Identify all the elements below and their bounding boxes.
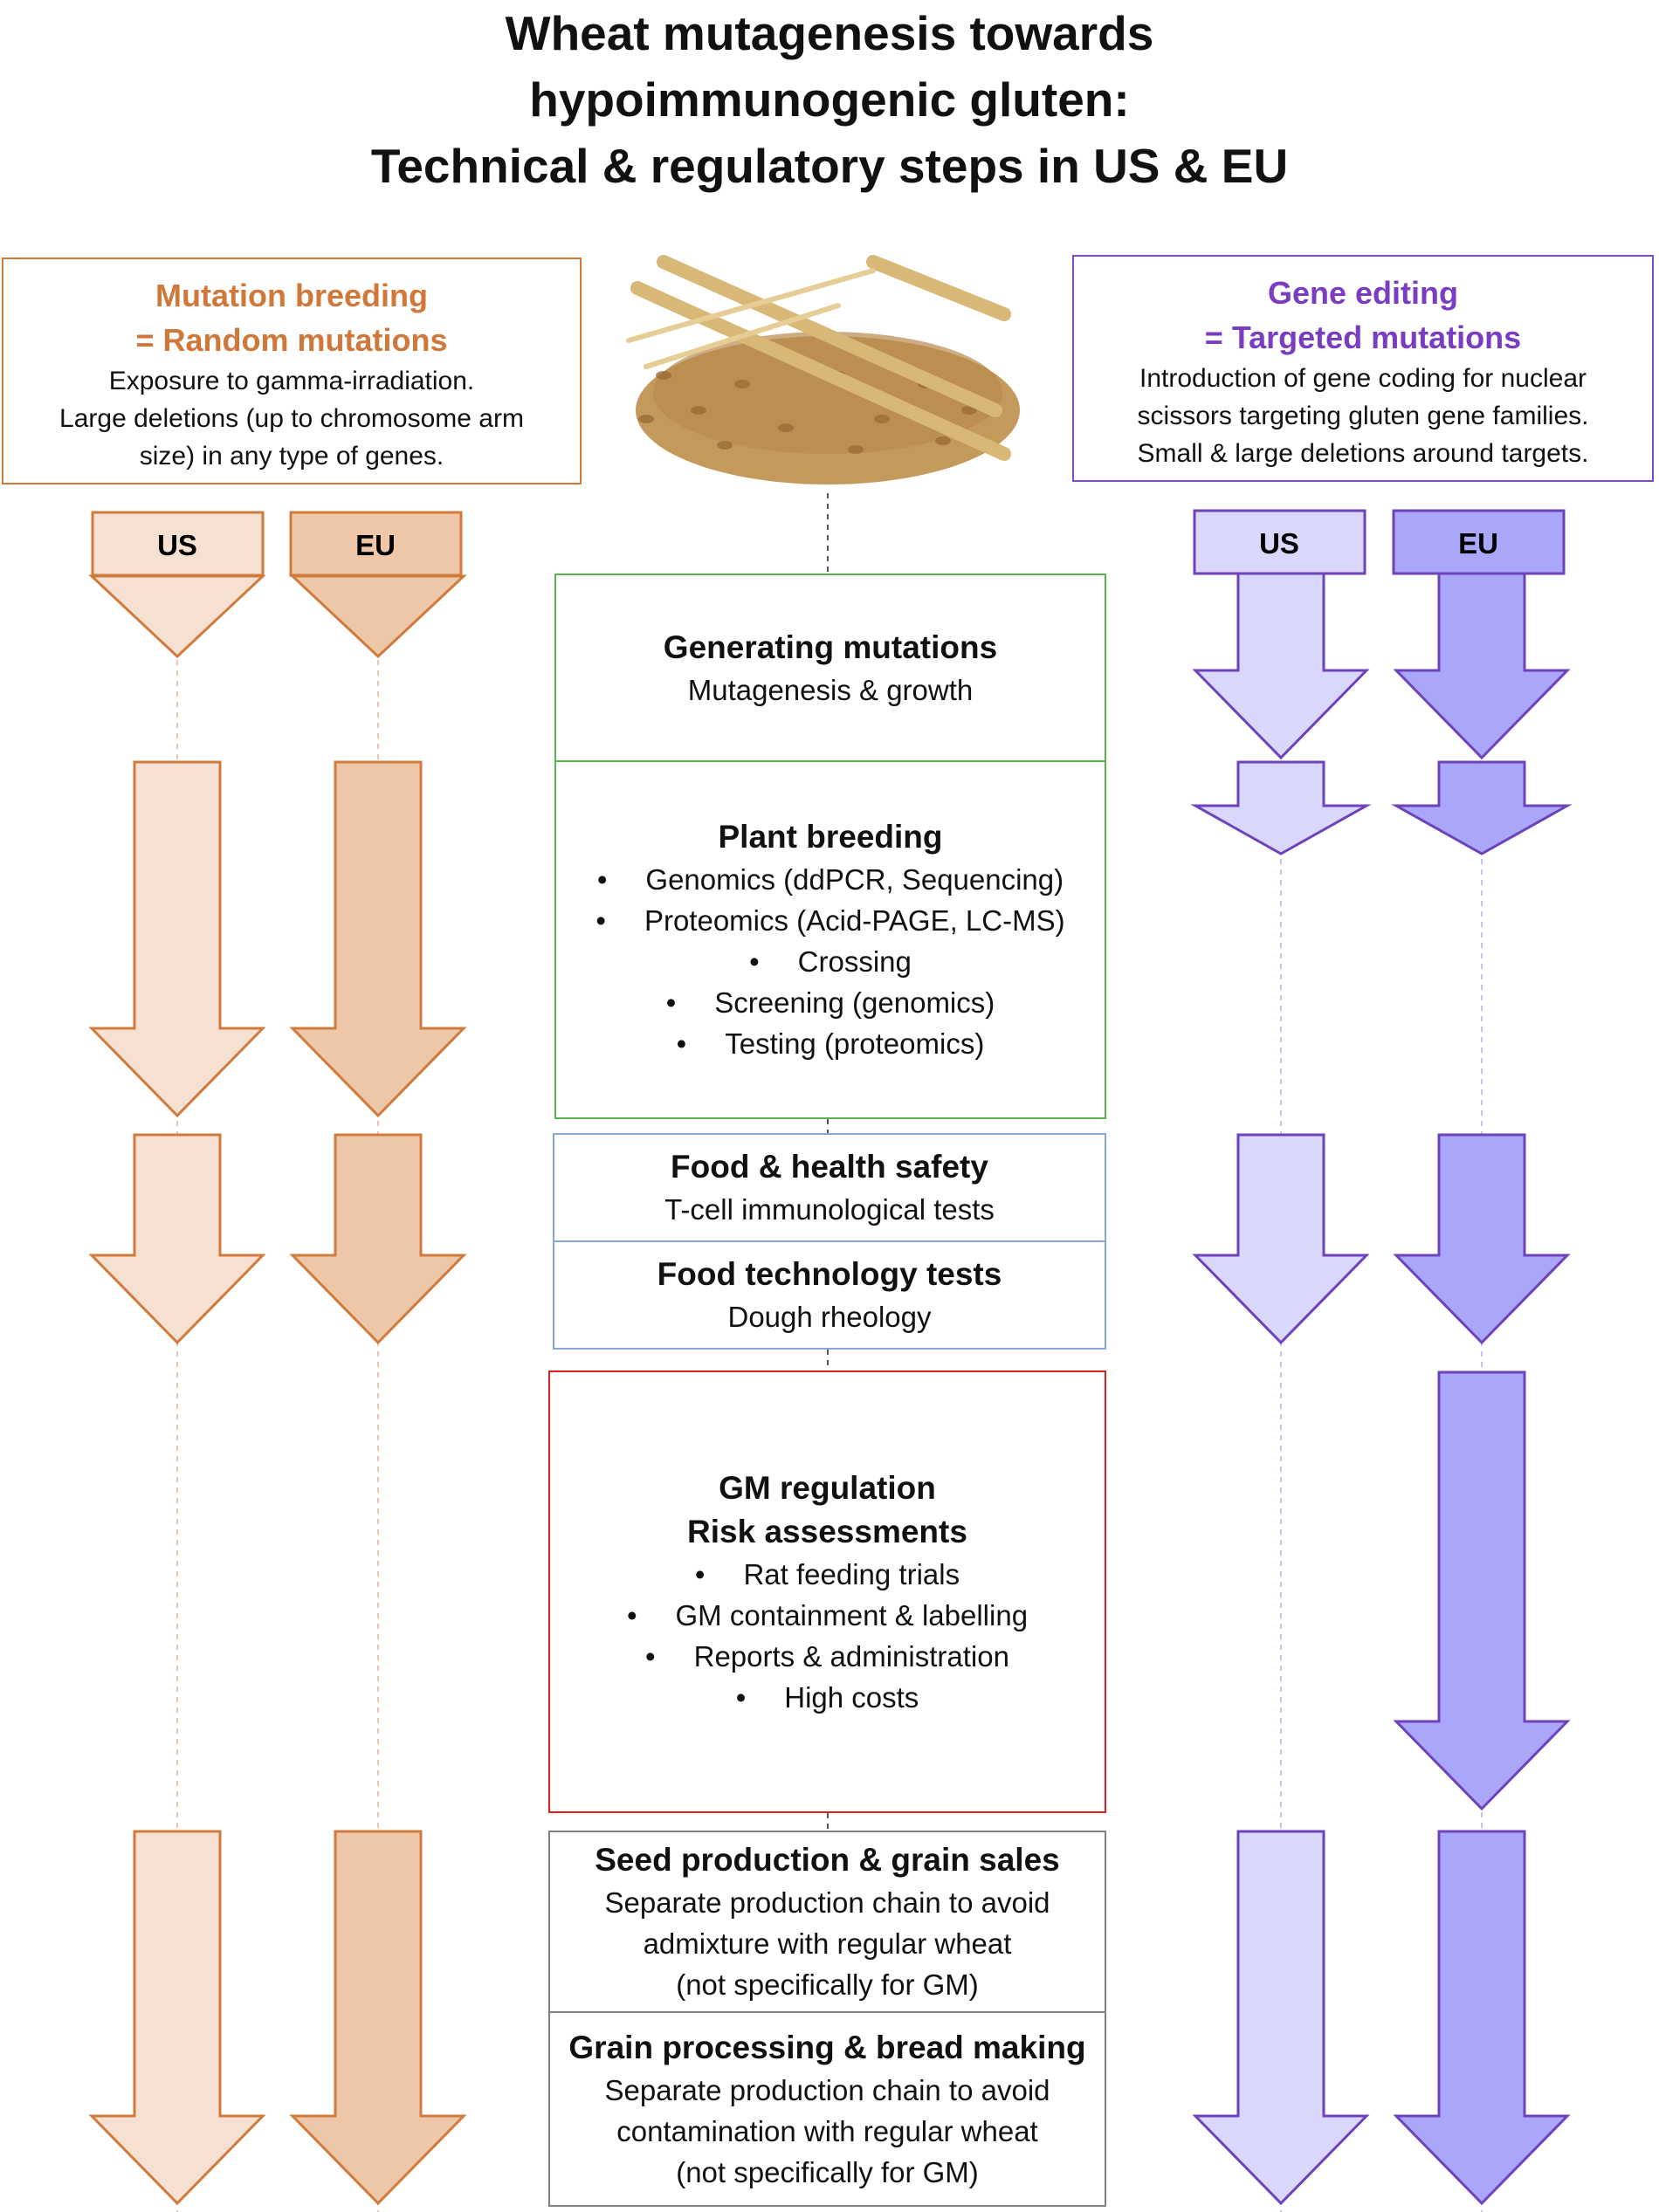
gm-regulation-list: Rat feeding trials GM containment & labe… (550, 1554, 1105, 1718)
title-line-1: Wheat mutagenesis towards (505, 6, 1154, 60)
food-health-safety-subtitle: T-cell immunological tests (664, 1193, 995, 1226)
list-item: Proteomics (Acid-PAGE, LC-MS) (556, 900, 1105, 941)
left-us-arrow-production (88, 1830, 266, 2206)
list-item: Testing (proteomics) (556, 1023, 1105, 1064)
grain-processing-line-3: (not specifically for GM) (676, 2155, 979, 2188)
plant-breeding-title: Plant breeding (718, 819, 943, 855)
mutation-breeding-desc-1: Exposure to gamma-irradiation. (108, 367, 475, 395)
right-us-arrow-generating (1192, 572, 1370, 760)
list-item: Rat feeding trials (550, 1554, 1105, 1595)
right-eu-arrow-production (1393, 1830, 1571, 2206)
gene-editing-heading: Gene editing (1267, 275, 1459, 311)
right-us-arrow-production (1192, 1830, 1370, 2206)
step-grain-processing: Grain processing & bread making Separate… (548, 2011, 1106, 2207)
list-item: Reports & administration (550, 1636, 1105, 1677)
targeted-mutations-heading: = Targeted mutations (1204, 319, 1522, 355)
right-eu-arrow-gm-regulation (1393, 1370, 1571, 1811)
grain-processing-line-1: Separate production chain to avoid (604, 2073, 1050, 2106)
list-item: Crossing (556, 941, 1105, 982)
left-us-arrow-head-generating (88, 574, 266, 659)
right-eu-label: EU (1458, 527, 1498, 560)
list-item: GM containment & labelling (550, 1595, 1105, 1636)
risk-assessments-title: Risk assessments (687, 1513, 967, 1549)
food-health-safety-title: Food & health safety (671, 1149, 988, 1185)
step-food-technology-tests: Food technology tests Dough rheology (553, 1240, 1106, 1350)
list-item: Screening (genomics) (556, 982, 1105, 1023)
seed-production-line-1: Separate production chain to avoid (604, 1886, 1050, 1919)
mutation-breeding-heading: Mutation breeding (155, 278, 428, 313)
mutation-breeding-panel: Mutation breeding = Random mutations Exp… (2, 258, 582, 484)
seed-production-line-2: admixture with regular wheat (643, 1927, 1012, 1960)
list-item: High costs (550, 1677, 1105, 1718)
title-line-3: Technical & regulatory steps in US & EU (370, 139, 1289, 193)
grain-processing-line-2: contamination with regular wheat (616, 2114, 1038, 2147)
step-plant-breeding: Plant breeding Genomics (ddPCR, Sequenci… (554, 760, 1106, 1119)
gene-editing-desc-2: scissors targeting gluten gene families. (1137, 402, 1589, 430)
step-food-health-safety: Food & health safety T-cell immunologica… (553, 1133, 1106, 1242)
flow-arrows (88, 572, 1573, 2206)
right-eu-label-box (1392, 509, 1566, 575)
right-eu-arrow-breeding (1391, 760, 1573, 855)
mutation-breeding-desc-3: size) in any type of genes. (139, 442, 444, 471)
diagram-title: Wheat mutagenesis towards hypoimmunogeni… (0, 0, 1659, 199)
right-us-arrow-testing (1192, 1133, 1370, 1345)
left-us-arrow-breeding (88, 760, 266, 1118)
left-eu-arrow-testing (289, 1133, 467, 1345)
step-seed-production: Seed production & grain sales Separate p… (548, 1831, 1106, 2013)
generating-mutations-subtitle: Mutagenesis & growth (687, 673, 974, 706)
right-eu-arrow-generating (1393, 572, 1571, 760)
seed-production-line-3: (not specifically for GM) (676, 1968, 979, 2001)
left-us-arrow-testing (88, 1133, 266, 1345)
food-technology-subtitle: Dough rheology (727, 1301, 932, 1333)
random-mutations-heading: = Random mutations (135, 322, 448, 358)
plant-breeding-list: Genomics (ddPCR, Sequencing) Proteomics … (556, 859, 1105, 1064)
left-us-label: US (157, 529, 197, 561)
list-item: Genomics (ddPCR, Sequencing) (556, 859, 1105, 900)
left-eu-label: EU (355, 529, 396, 561)
right-us-label-box (1193, 509, 1366, 575)
left-eu-arrow-head-generating (289, 574, 467, 659)
left-eu-arrow-production (289, 1830, 467, 2206)
right-eu-arrow-testing (1393, 1133, 1571, 1345)
step-generating-mutations: Generating mutations Mutagenesis & growt… (554, 574, 1106, 762)
left-us-label-box (91, 511, 265, 577)
gm-regulation-title: GM regulation (719, 1469, 936, 1506)
gene-editing-desc-1: Introduction of gene coding for nuclear (1139, 364, 1587, 393)
region-label-boxes: US EU US EU (91, 509, 1566, 577)
left-eu-arrow-breeding (289, 760, 467, 1118)
gene-editing-panel: Gene editing = Targeted mutations Introd… (1072, 255, 1654, 482)
wheat-grain-image (626, 255, 1020, 484)
gene-editing-desc-3: Small & large deletions around targets. (1137, 439, 1589, 468)
title-line-2: hypoimmunogenic gluten: (529, 72, 1130, 127)
right-us-label: US (1259, 527, 1299, 560)
right-us-arrow-breeding (1190, 760, 1372, 855)
seed-production-title: Seed production & grain sales (595, 1842, 1060, 1878)
grain-processing-title: Grain processing & bread making (568, 2029, 1086, 2065)
generating-mutations-title: Generating mutations (663, 629, 998, 665)
food-technology-title: Food technology tests (657, 1256, 1002, 1292)
mutation-breeding-desc-2: Large deletions (up to chromosome arm (59, 404, 524, 433)
step-gm-regulation: GM regulation Risk assessments Rat feedi… (548, 1370, 1106, 1813)
left-eu-label-box (289, 511, 463, 577)
